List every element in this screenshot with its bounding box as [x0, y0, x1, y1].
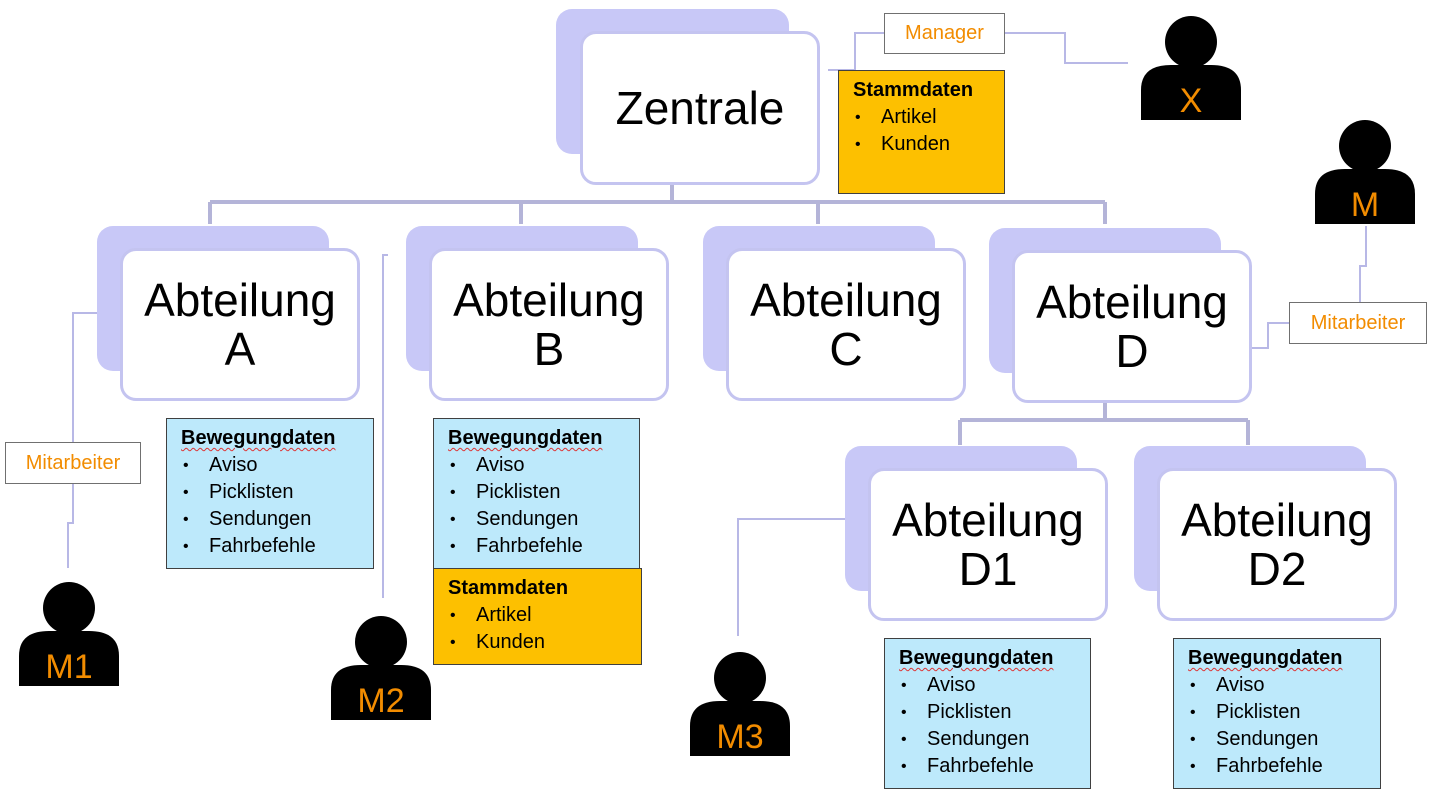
box-title: Bewegungdaten [181, 427, 336, 449]
node-label-line1: Abteilung [144, 273, 336, 326]
list-item: Picklisten [448, 479, 629, 506]
box-list: Artikel Kunden [853, 104, 994, 158]
box-list: Aviso Picklisten Sendungen Fahrbefehle [899, 672, 1080, 780]
node-label-line1: Abteilung [1036, 275, 1228, 328]
box-title: Bewegungdaten [899, 647, 1054, 669]
list-item: Sendungen [181, 506, 363, 533]
person-icon [690, 652, 790, 756]
manager-label: Manager [884, 13, 1005, 54]
node-card: Zentrale [580, 31, 820, 185]
list-item: Aviso [1188, 672, 1370, 699]
person-label: M [1350, 186, 1380, 224]
bewegungdaten-box-d2: Bewegungdaten Aviso Picklisten Sendungen… [1173, 638, 1381, 789]
list-item: Picklisten [1188, 699, 1370, 726]
box-title: Bewegungdaten [1188, 647, 1343, 669]
mitarbeiter-label-a: Mitarbeiter [5, 442, 141, 484]
node-label-line1: Abteilung [892, 493, 1084, 546]
person-label: M1 [45, 648, 93, 686]
list-item: Aviso [899, 672, 1080, 699]
list-item: Aviso [448, 452, 629, 479]
list-item: Sendungen [1188, 726, 1370, 753]
node-card: Abteilung D [1012, 250, 1252, 403]
list-item: Fahrbefehle [448, 533, 629, 560]
person-m[interactable]: M [1315, 116, 1415, 226]
stammdaten-box-b: Stammdaten Artikel Kunden [433, 568, 642, 665]
person-m1[interactable]: M1 [19, 578, 119, 688]
node-label-line2: C [829, 322, 863, 375]
person-label: X [1179, 82, 1203, 120]
mitarbeiter-label-d: Mitarbeiter [1289, 302, 1427, 344]
tree-connector-root [208, 180, 1107, 224]
stammdaten-box-zentrale: Stammdaten Artikel Kunden [838, 70, 1005, 194]
node-card: Abteilung D2 [1157, 468, 1397, 621]
list-item: Sendungen [899, 726, 1080, 753]
person-icon [331, 616, 431, 720]
callout-line-mitarbeiter-d [1245, 226, 1367, 349]
box-title: Bewegungdaten [448, 427, 603, 449]
list-item: Aviso [181, 452, 363, 479]
list-item: Fahrbefehle [899, 753, 1080, 780]
node-label-line2: B [533, 322, 565, 375]
person-m2[interactable]: M2 [331, 612, 431, 722]
node-card: Abteilung B [429, 248, 669, 401]
list-item: Artikel [448, 602, 631, 629]
node-label-line1: Abteilung [453, 273, 645, 326]
bewegungdaten-box-a: Bewegungdaten Aviso Picklisten Sendungen… [166, 418, 374, 569]
bewegungdaten-box-b: Bewegungdaten Aviso Picklisten Sendungen… [433, 418, 640, 569]
list-item: Artikel [853, 104, 994, 131]
person-x[interactable]: X [1141, 12, 1241, 122]
list-item: Kunden [853, 131, 994, 158]
list-item: Fahrbefehle [181, 533, 363, 560]
person-icon [1141, 16, 1241, 120]
node-label-line2: D [1115, 324, 1149, 377]
list-item: Picklisten [899, 699, 1080, 726]
node-label-line1: Abteilung [750, 273, 942, 326]
person-icon [19, 582, 119, 686]
node-label-line1: Abteilung [1181, 493, 1373, 546]
box-list: Artikel Kunden [448, 602, 631, 656]
box-list: Aviso Picklisten Sendungen Fahrbefehle [1188, 672, 1370, 780]
box-title: Stammdaten [448, 577, 569, 599]
box-title: Stammdaten [853, 79, 974, 101]
node-label-line2: A [224, 322, 256, 375]
list-item: Picklisten [181, 479, 363, 506]
bewegungdaten-box-d1: Bewegungdaten Aviso Picklisten Sendungen… [884, 638, 1091, 789]
person-m3[interactable]: M3 [690, 648, 790, 758]
person-icon [1315, 120, 1415, 224]
node-label-line2: D2 [1247, 542, 1307, 595]
callout-line-m3 [737, 518, 850, 636]
node-label: Zentrale [615, 81, 785, 134]
node-label-line2: D1 [958, 542, 1018, 595]
list-item: Sendungen [448, 506, 629, 533]
node-card: Abteilung A [120, 248, 360, 401]
list-item: Fahrbefehle [1188, 753, 1370, 780]
box-list: Aviso Picklisten Sendungen Fahrbefehle [181, 452, 363, 560]
person-label: M2 [357, 682, 405, 720]
callout-line-m2 [382, 254, 388, 598]
box-list: Aviso Picklisten Sendungen Fahrbefehle [448, 452, 629, 560]
list-item: Kunden [448, 629, 631, 656]
node-card: Abteilung C [726, 248, 966, 401]
person-label: M3 [716, 718, 764, 756]
tree-connector-d [958, 400, 1250, 445]
node-card: Abteilung D1 [868, 468, 1108, 621]
